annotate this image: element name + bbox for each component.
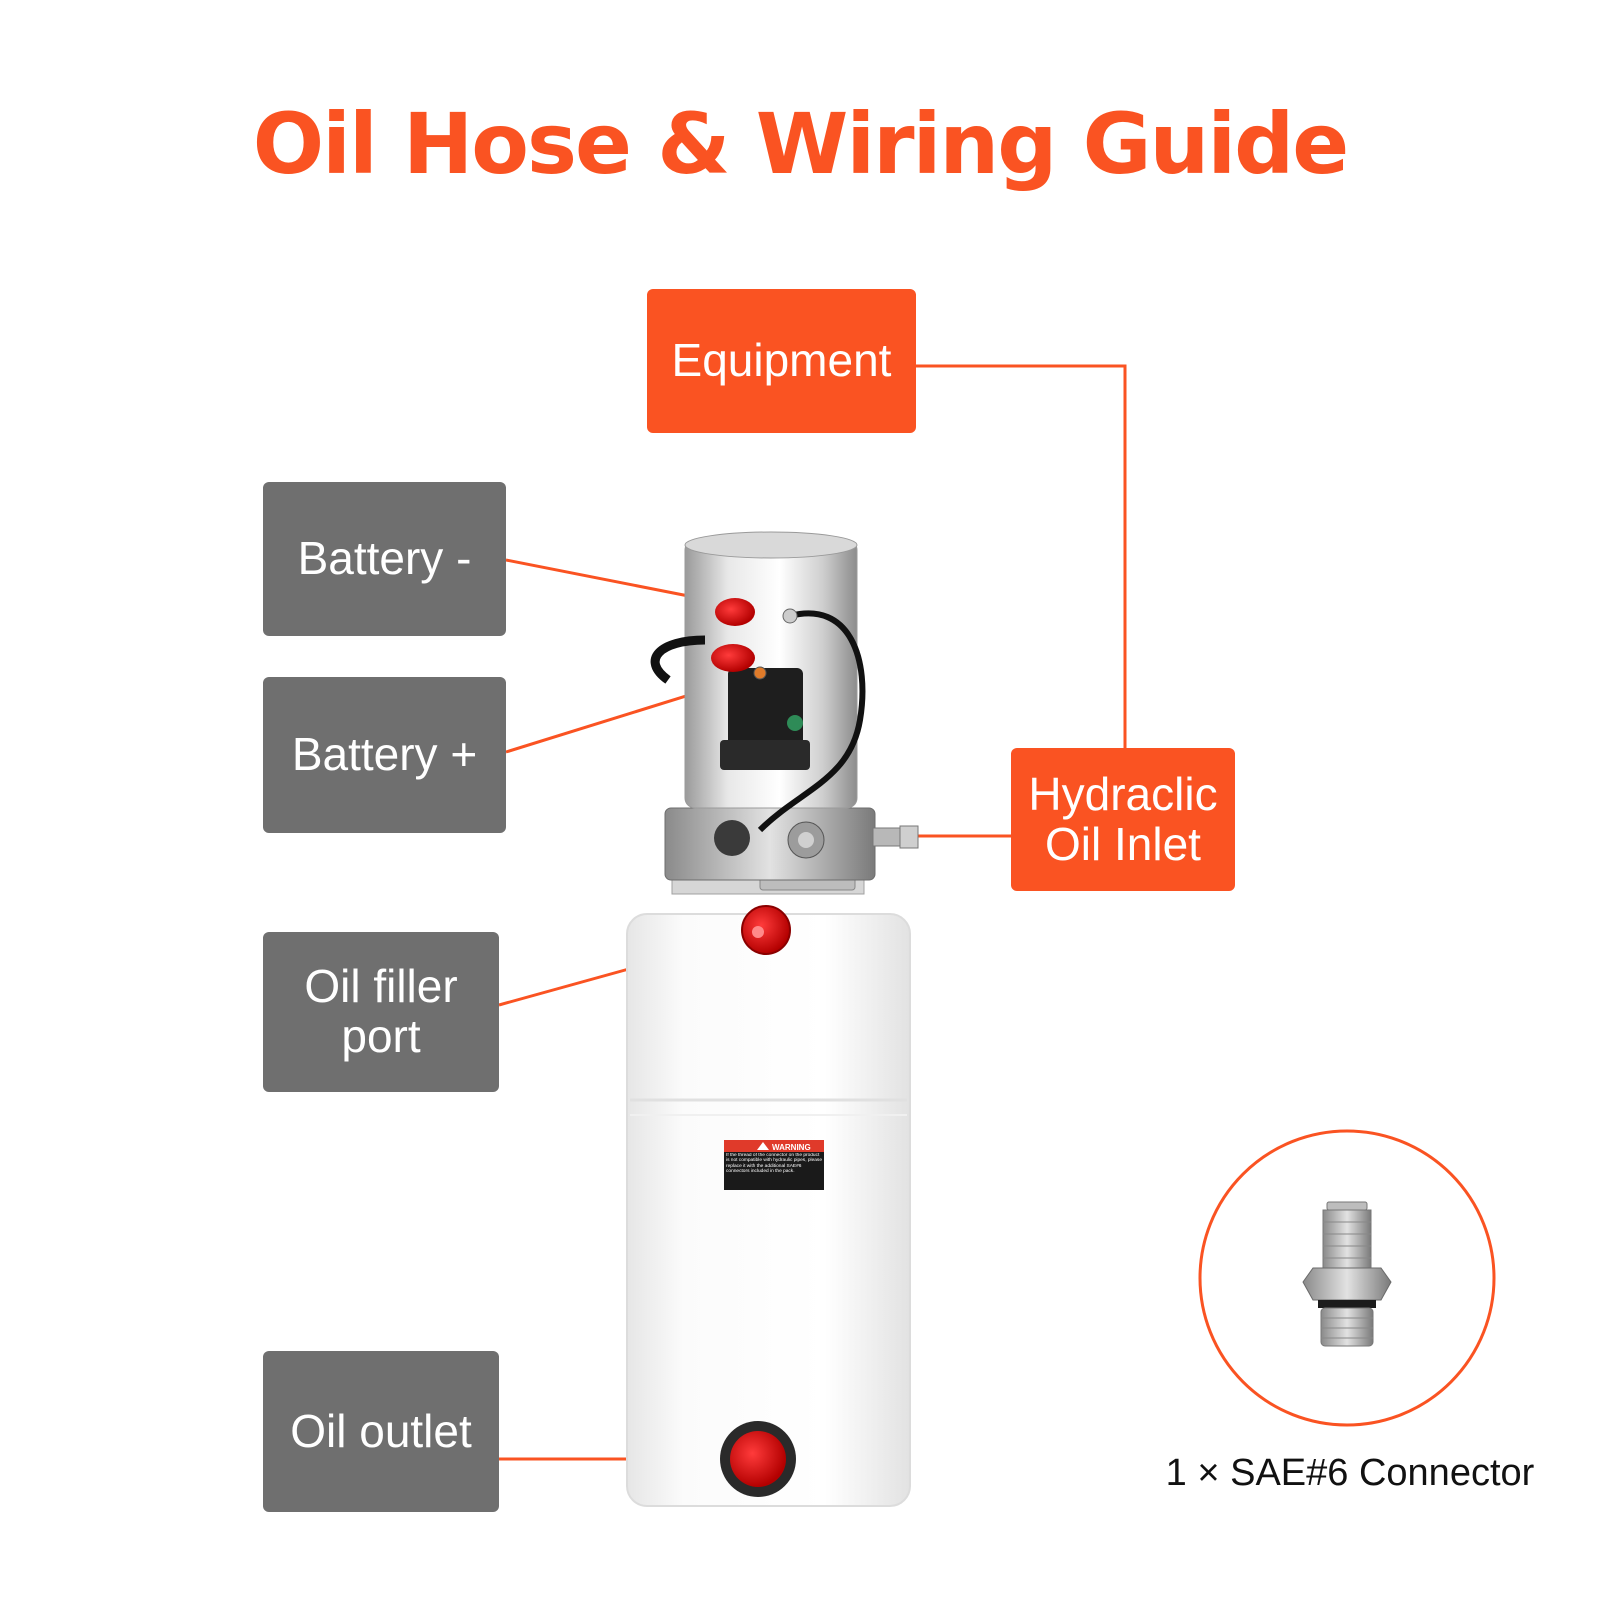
hydraulic-oil-inlet-line2: Oil Inlet [1045,817,1201,870]
oil-tank [626,913,911,1507]
oil-filler-port-line1: Oil filler [304,960,458,1013]
oil-filler-port-line2: port [341,1010,421,1062]
hydraulic-oil-inlet-line1: Hydraclic [1028,767,1218,820]
hydraulic-power-unit-illustration [626,531,919,1507]
equipment-leader-line [916,364,1127,748]
battery-positive-label-text: Battery + [291,728,478,781]
battery-negative-label: Battery - [263,482,506,636]
battery-positive-label: Battery + [263,677,506,833]
warning-heading: WARNING [772,1143,811,1152]
battery-negative-terminal [715,598,755,626]
warning-sticker: WARNING If the thread of the connector o… [724,1140,824,1190]
equipment-label: Equipment [647,289,916,433]
equipment-label-text: Equipment [671,334,892,387]
oil-outlet-label: Oil outlet [263,1351,499,1512]
battery-positive-terminal [711,644,755,672]
solenoid [728,668,803,753]
oil-filler-cap [741,905,791,955]
oil-outlet-label-text: Oil outlet [290,1404,472,1457]
page-title: Oil Hose & Wiring Guide [252,95,1349,193]
connector-callout [1198,1129,1496,1427]
warning-body: If the thread of the connector on the pr… [726,1153,822,1174]
battery-negative-label-text: Battery - [297,532,472,585]
connector-caption: 1 × SAE#6 Connector [1165,1452,1535,1494]
hydraulic-oil-inlet-label: Hydraclic Oil Inlet [1011,748,1235,891]
sae6-fitting-illustration [1302,1201,1392,1347]
warning-triangle-icon [757,1142,769,1150]
oil-filler-port-label: Oil filler port [263,932,499,1092]
